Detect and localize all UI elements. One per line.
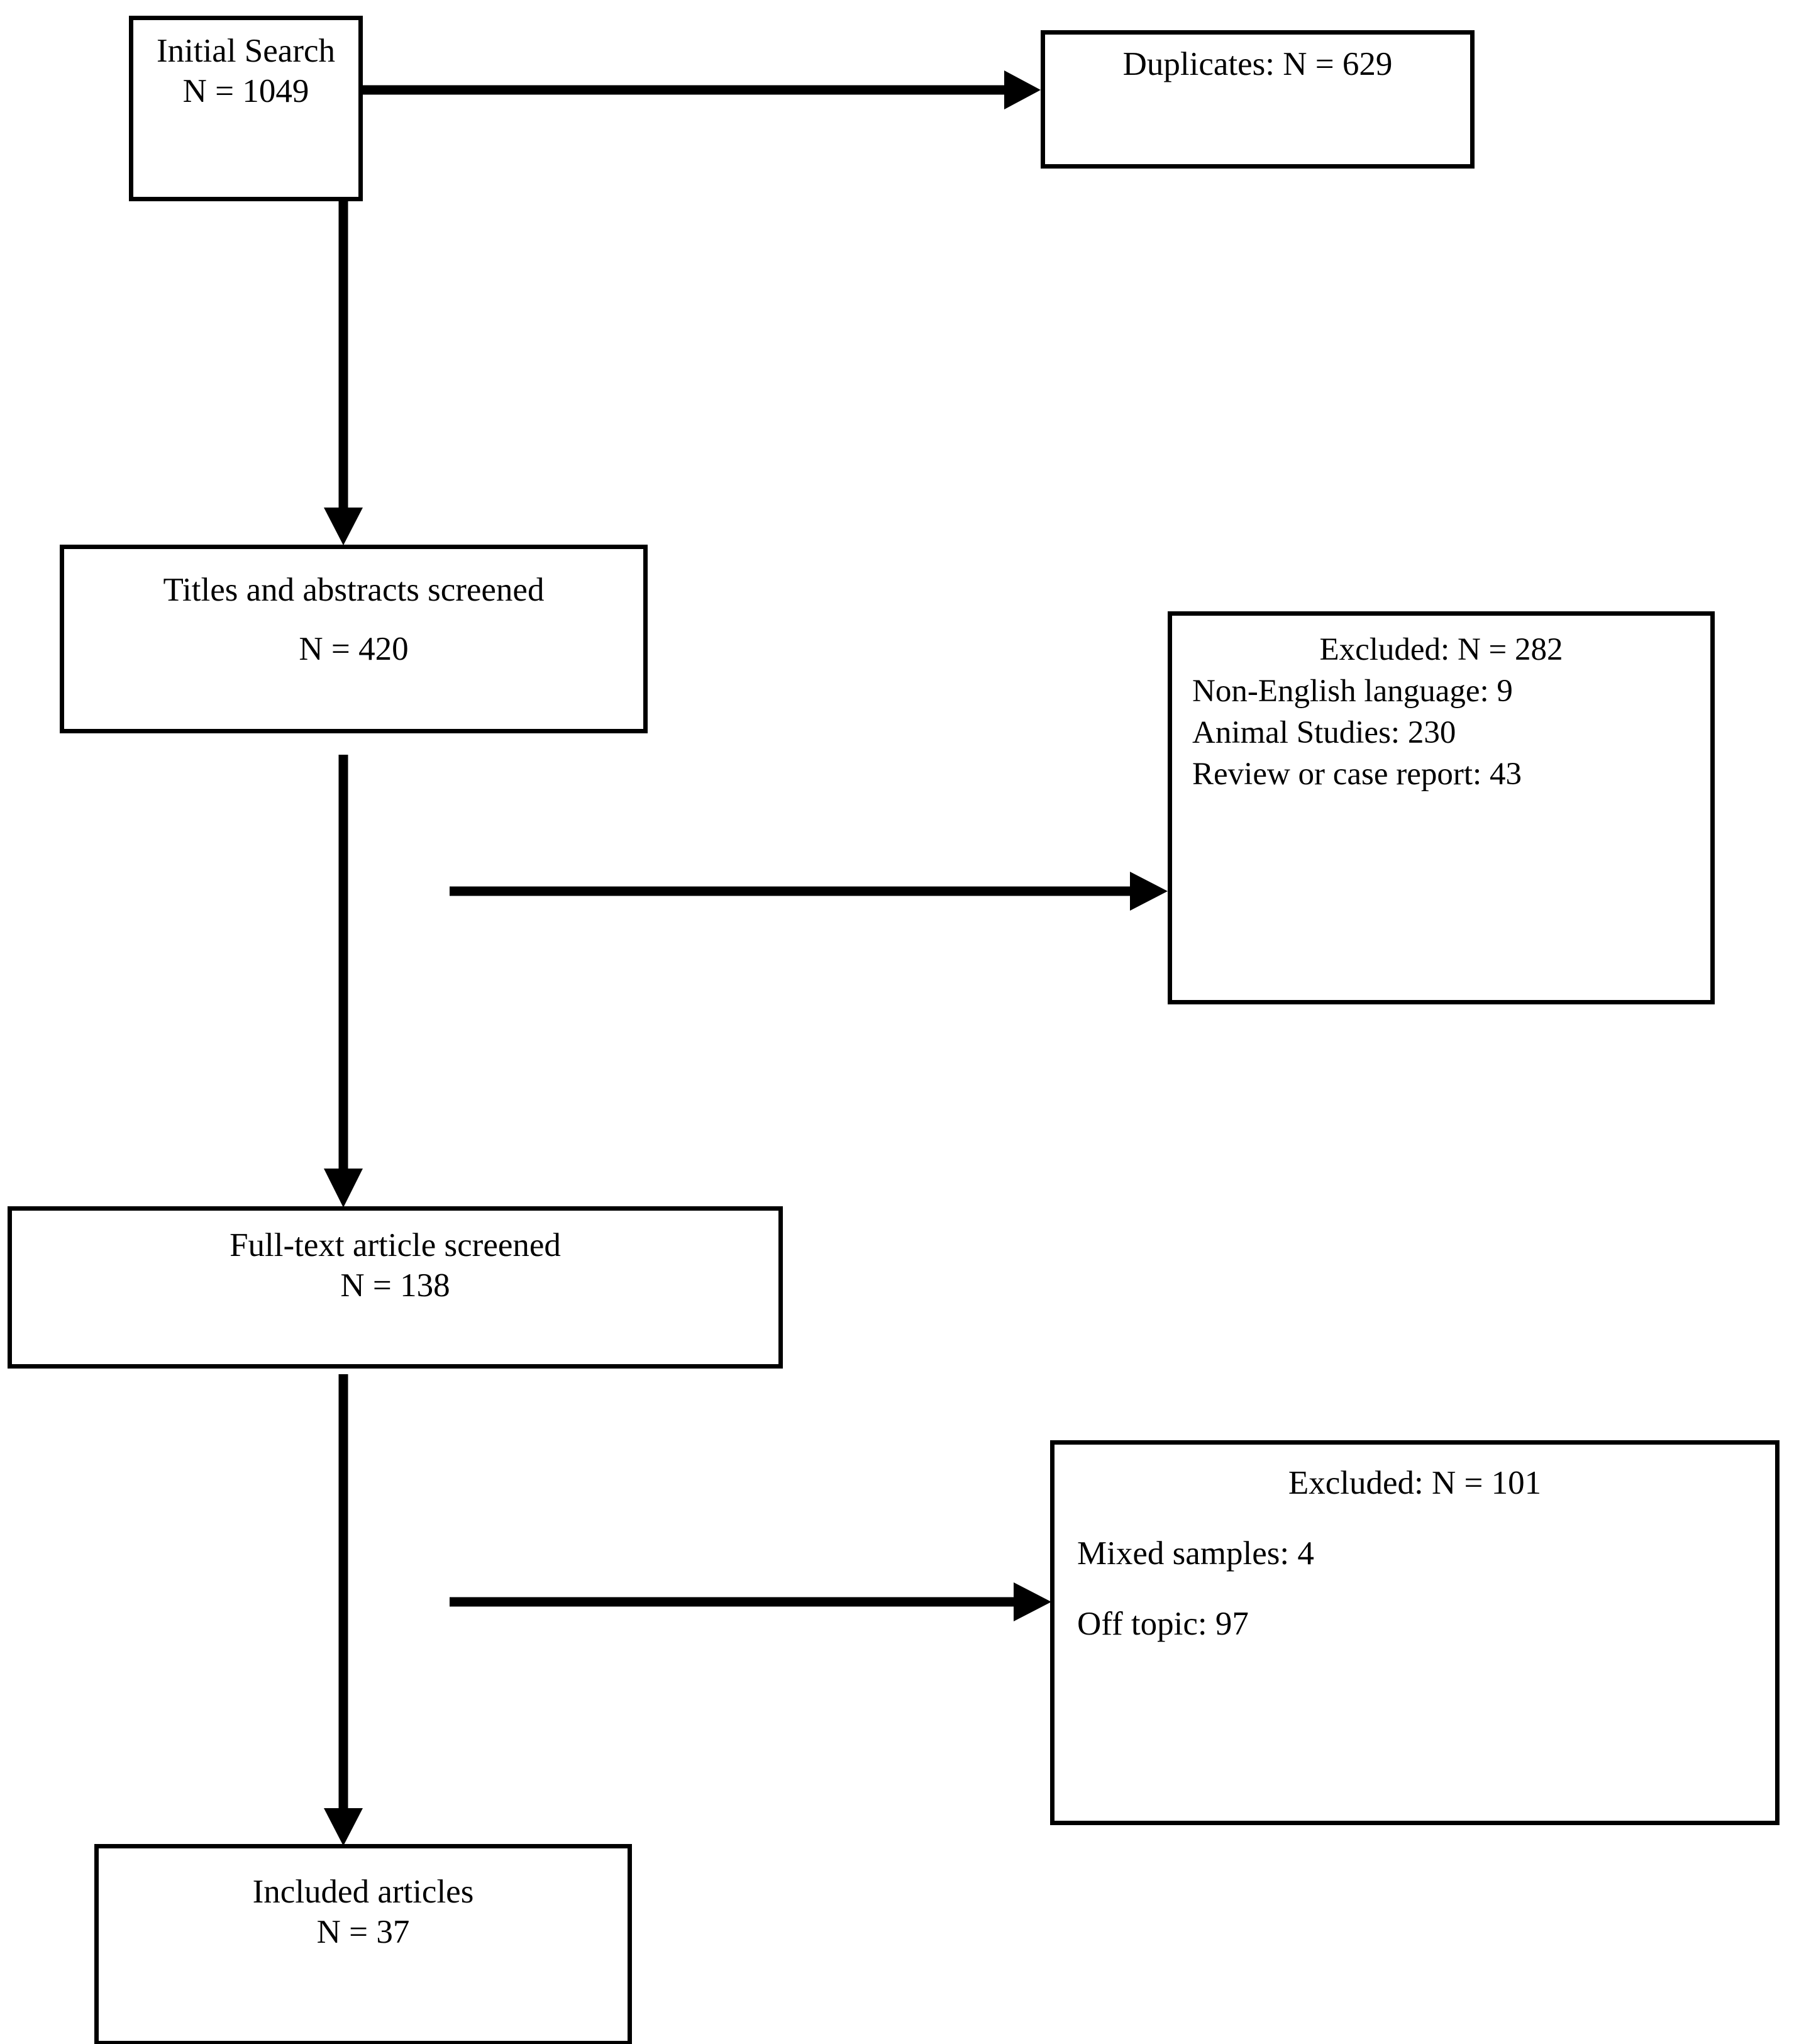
node-line: Titles and abstracts screened (163, 572, 545, 608)
arrow-initial-to-titles (319, 198, 367, 549)
node-line: Initial Search (156, 33, 336, 69)
node-line: Non-English language: 9 (1192, 674, 1513, 709)
node-line: Included articles (252, 1874, 474, 1910)
node-initial-search: Initial Search N = 1049 (129, 16, 363, 201)
node-titles-abstracts-screened: Titles and abstracts screened N = 420 (60, 545, 648, 733)
node-line: Full-text article screened (230, 1227, 561, 1264)
arrow-fulltext-to-excluded-101 (450, 1580, 1056, 1624)
node-line: N = 37 (316, 1914, 410, 1951)
node-excluded-282: Excluded: N = 282 Non-English language: … (1168, 611, 1715, 1004)
arrow-initial-to-duplicates (362, 68, 1047, 112)
node-line: N = 1049 (182, 73, 309, 110)
node-line: N = 420 (299, 631, 409, 668)
node-excluded-101: Excluded: N = 101 Mixed samples: 4 Off t… (1050, 1440, 1780, 1825)
node-line: Duplicates: N = 629 (1122, 46, 1393, 82)
node-line: Review or case report: 43 (1192, 757, 1522, 792)
node-line: Excluded: N = 282 (1319, 632, 1563, 667)
node-line: Animal Studies: 230 (1192, 715, 1456, 751)
node-line: Off topic: 97 (1077, 1606, 1249, 1643)
node-line: N = 138 (340, 1267, 450, 1304)
node-fulltext-screened: Full-text article screened N = 138 (8, 1206, 783, 1369)
node-line: Excluded: N = 101 (1288, 1465, 1542, 1501)
arrow-fulltext-to-included (319, 1374, 367, 1849)
node-included-articles: Included articles N = 37 (94, 1844, 632, 2044)
arrow-titles-to-excluded-282 (450, 869, 1173, 913)
node-line: Mixed samples: 4 (1077, 1535, 1314, 1572)
node-duplicates: Duplicates: N = 629 (1041, 30, 1475, 169)
arrow-titles-to-fulltext (319, 755, 367, 1211)
